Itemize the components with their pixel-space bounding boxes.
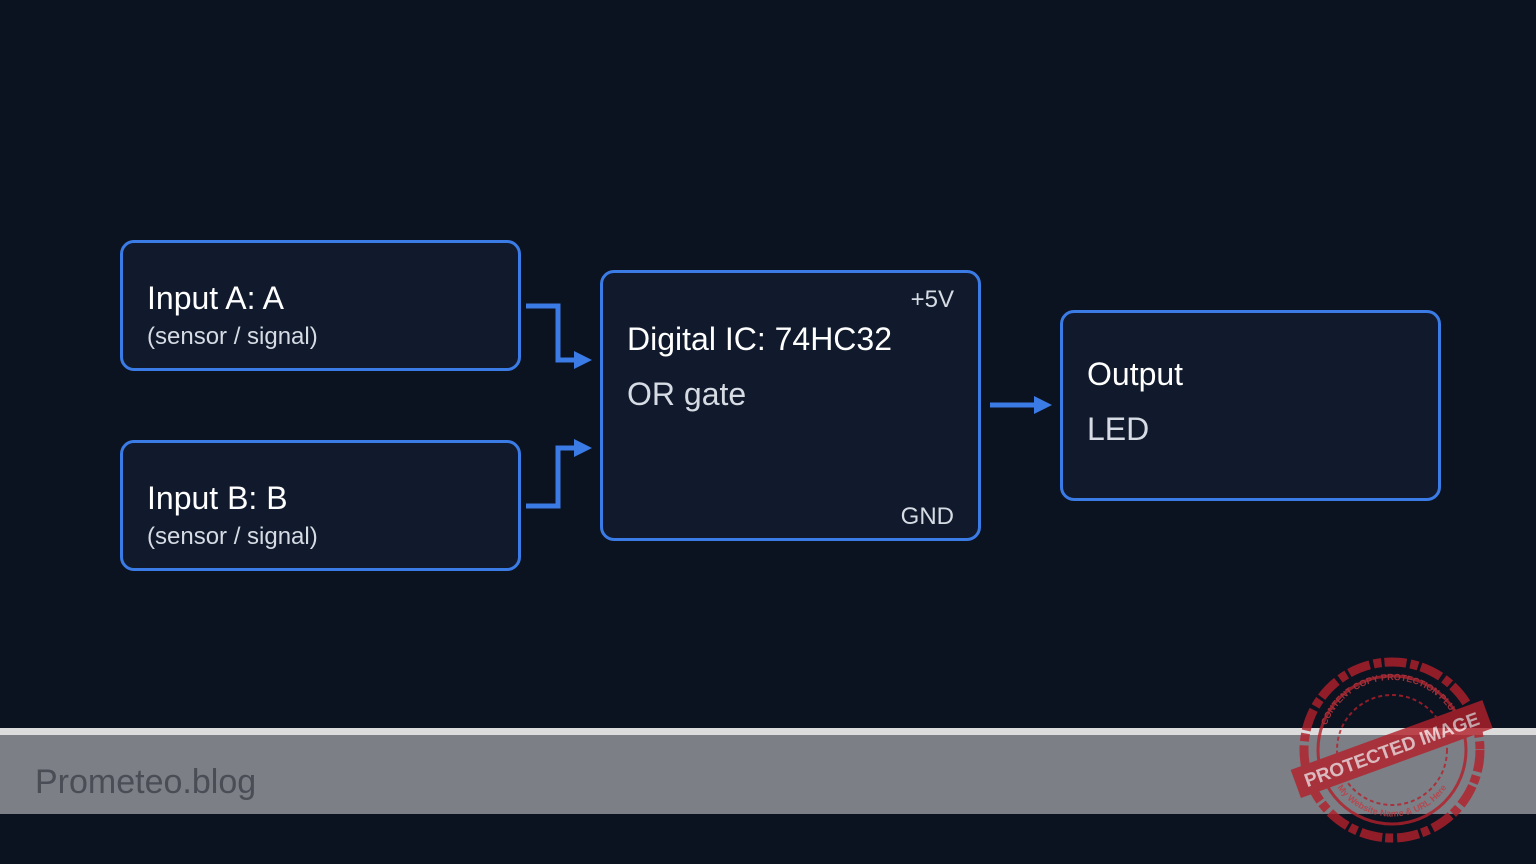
ic-block: +5V Digital IC: 74HC32 OR gate GND — [600, 270, 981, 541]
output-block: Output LED — [1060, 310, 1441, 501]
ground-pin-label: GND — [900, 503, 954, 530]
wire-input-a-to-ic — [526, 303, 576, 363]
input-b-block: Input B: B (sensor / signal) — [120, 440, 521, 571]
arrowhead-output — [1034, 396, 1052, 414]
output-title: Output — [1087, 356, 1184, 392]
input-a-subtitle: (sensor / signal) — [147, 323, 318, 350]
footer-bar: Prometeo.blog — [0, 728, 1536, 814]
footer-site-name: Prometeo.blog — [35, 763, 257, 801]
arrowhead-input-a — [574, 351, 592, 369]
input-b-subtitle: (sensor / signal) — [147, 523, 318, 550]
power-pin-label: +5V — [910, 286, 954, 313]
ic-function: OR gate — [627, 376, 747, 412]
wire-input-b-to-ic — [526, 445, 576, 509]
input-a-title: Input A: A — [147, 280, 284, 316]
ic-title: Digital IC: 74HC32 — [627, 321, 892, 357]
output-device: LED — [1087, 411, 1150, 447]
input-a-block: Input A: A (sensor / signal) — [120, 240, 521, 371]
input-b-title: Input B: B — [147, 480, 288, 516]
protected-image-stamp-icon: CONTENT COPY PROTECTION PLUGIN My Websit… — [1290, 657, 1493, 843]
arrowhead-input-b — [574, 439, 592, 457]
